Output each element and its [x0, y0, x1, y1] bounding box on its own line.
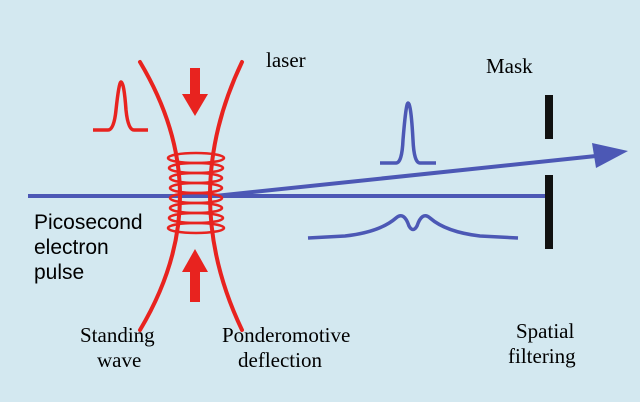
laser-beam-left-wall — [138, 60, 182, 332]
label-laser: laser — [266, 48, 306, 72]
mask-lower-block — [545, 175, 553, 249]
laser-beam-right-wall — [208, 60, 244, 332]
label-picosecond: Picosecond — [34, 211, 143, 234]
label-ponderomotive: Ponderomotive — [222, 323, 350, 347]
label-mask: Mask — [486, 54, 533, 78]
deflected-beam-arrowhead — [592, 143, 628, 168]
standing-wave-rings — [166, 151, 226, 235]
deflected-pulse-profile — [380, 101, 436, 165]
label-pulse: pulse — [34, 261, 84, 284]
laser-arrow-up — [182, 249, 208, 302]
broad-electron-profile — [307, 214, 519, 240]
laser-arrow-down — [182, 68, 208, 116]
mask-upper-block — [545, 95, 553, 139]
label-deflection: deflection — [238, 348, 322, 372]
label-spatial: Spatial — [516, 319, 574, 343]
label-standing: Standing — [80, 323, 155, 347]
deflected-beam-line — [214, 154, 597, 198]
laser-pulse-icon — [93, 80, 148, 132]
label-electron: electron — [34, 236, 109, 259]
label-wave: wave — [97, 348, 141, 372]
label-filtering: filtering — [508, 344, 576, 368]
